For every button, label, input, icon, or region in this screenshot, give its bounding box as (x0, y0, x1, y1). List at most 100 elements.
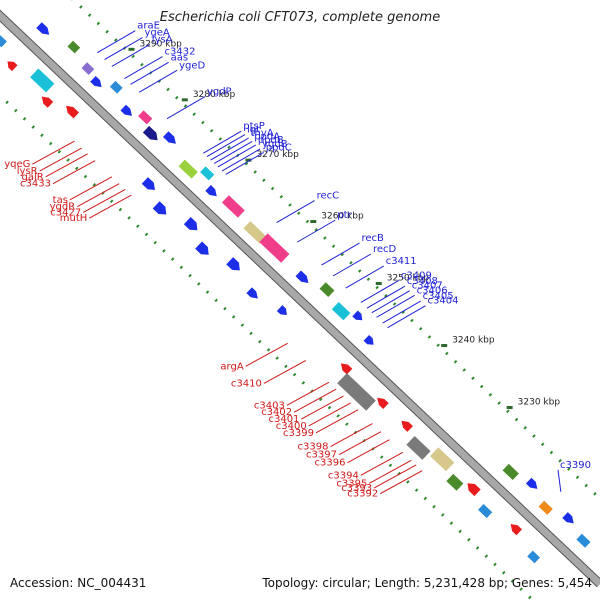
scale-tick (441, 344, 448, 348)
reverse-feature (195, 241, 209, 255)
reverse-label-leader (52, 160, 96, 185)
feature-box (337, 373, 376, 411)
gene-label-c3406: c3406 (417, 285, 448, 296)
feature-layer (0, 22, 591, 564)
gene-label-c3390: c3390 (560, 460, 591, 471)
reverse-feature (41, 96, 54, 108)
feature-box (178, 159, 198, 179)
forward-label-leader (276, 200, 315, 224)
feature-arrow (120, 104, 132, 116)
feature-arrow (226, 257, 240, 271)
feature-arrow (510, 524, 523, 536)
gene-label-yqeG: yqeG (4, 159, 30, 170)
feature-arrow (525, 477, 538, 489)
gene-label-ygdP: ygdP (207, 87, 232, 98)
reverse-feature (276, 305, 287, 315)
feature-box (331, 302, 351, 321)
scale-tick-label: 3270 kbp (256, 150, 299, 160)
forward-label-leader (345, 265, 384, 289)
forward-label-leader (138, 69, 178, 93)
gene-label-araE: araE (137, 21, 160, 32)
feature-arrow (205, 185, 217, 197)
forward-feature (109, 80, 123, 94)
reverse-label-leader (373, 464, 417, 489)
scale-tick-label: 3280 kbp (193, 90, 236, 100)
feature-arrow (401, 420, 413, 432)
backbone-layer (0, 9, 600, 588)
forward-feature (525, 477, 538, 489)
gene-label-ppdC: ppdC (266, 142, 292, 153)
feature-box (109, 80, 123, 94)
reverse-label-leader (39, 147, 82, 172)
reverse-feature (446, 473, 464, 491)
reverse-feature (141, 177, 156, 191)
reverse-feature (406, 435, 431, 460)
reverse-feature (226, 257, 240, 271)
forward-feature (502, 463, 519, 480)
gene-label-c3401: c3401 (268, 414, 299, 425)
forward-feature (162, 131, 176, 144)
forward-label-leader (371, 290, 411, 314)
gene-label-ppdA: ppdA (254, 131, 280, 142)
feature-arrow (295, 270, 309, 284)
forward-feature (120, 104, 132, 116)
reverse-label-leader (379, 470, 423, 495)
feature-box (138, 110, 153, 125)
forward-feature (200, 166, 215, 181)
forward-label-leader (382, 300, 421, 324)
feature-arrow (467, 483, 481, 497)
feature-box (243, 221, 267, 244)
reverse-feature (430, 447, 455, 472)
reverse-label-leader (245, 342, 288, 367)
forward-label-leader (130, 61, 169, 85)
gene-label-c3400: c3400 (276, 421, 307, 432)
scale-tick-label: 3230 kbp (518, 398, 561, 408)
forward-label-leader (206, 134, 246, 158)
forward-label-leader (221, 148, 261, 172)
feature-arrow (352, 310, 363, 321)
reverse-feature (401, 420, 413, 432)
gene-label-c3432: c3432 (165, 47, 196, 58)
forward-feature (363, 334, 374, 345)
gene-label-c3407: c3407 (412, 281, 443, 292)
feature-box (478, 504, 493, 519)
forward-feature (90, 76, 102, 88)
gene-label-c3405: c3405 (423, 291, 454, 302)
reverse-label-leader (89, 194, 132, 219)
feature-box (0, 33, 7, 48)
feature-box (259, 233, 290, 263)
forward-feature (295, 270, 309, 284)
feature-arrow (340, 363, 353, 375)
forward-feature (538, 500, 553, 515)
scale-tick (245, 158, 252, 162)
gene-label-c3398: c3398 (298, 442, 329, 453)
reverse-label-leader (45, 153, 88, 178)
feature-box (67, 40, 81, 54)
reverse-label-leader (347, 439, 390, 464)
reverse-feature (30, 68, 55, 93)
reverse-label-leader (369, 459, 412, 484)
forward-feature (576, 533, 591, 548)
forward-label-leader (557, 469, 562, 492)
reverse-feature (478, 504, 493, 519)
reverse-feature (0, 33, 7, 48)
gene-label-ygeA: ygeA (145, 28, 170, 39)
gene-label-c3411: c3411 (386, 256, 417, 267)
reverse-label-leader (83, 188, 126, 213)
forward-feature (243, 221, 267, 244)
forward-label-leader (360, 279, 400, 303)
gene-label-ptsP: ptsP (243, 121, 265, 132)
backbone-line (0, 10, 600, 587)
reverse-label-leader (360, 451, 404, 476)
scale-tick (181, 98, 188, 102)
forward-feature (36, 22, 50, 35)
gene-label-c3392: c3392 (347, 489, 378, 500)
reverse-feature (377, 397, 389, 409)
genome-info-text: Topology: circular; Length: 5,231,428 bp… (262, 576, 592, 590)
gene-label-c3397: c3397 (306, 450, 337, 461)
gene-label-ygdB: ygdB (262, 139, 288, 150)
forward-feature (142, 125, 158, 141)
forward-label-leader (366, 285, 406, 309)
